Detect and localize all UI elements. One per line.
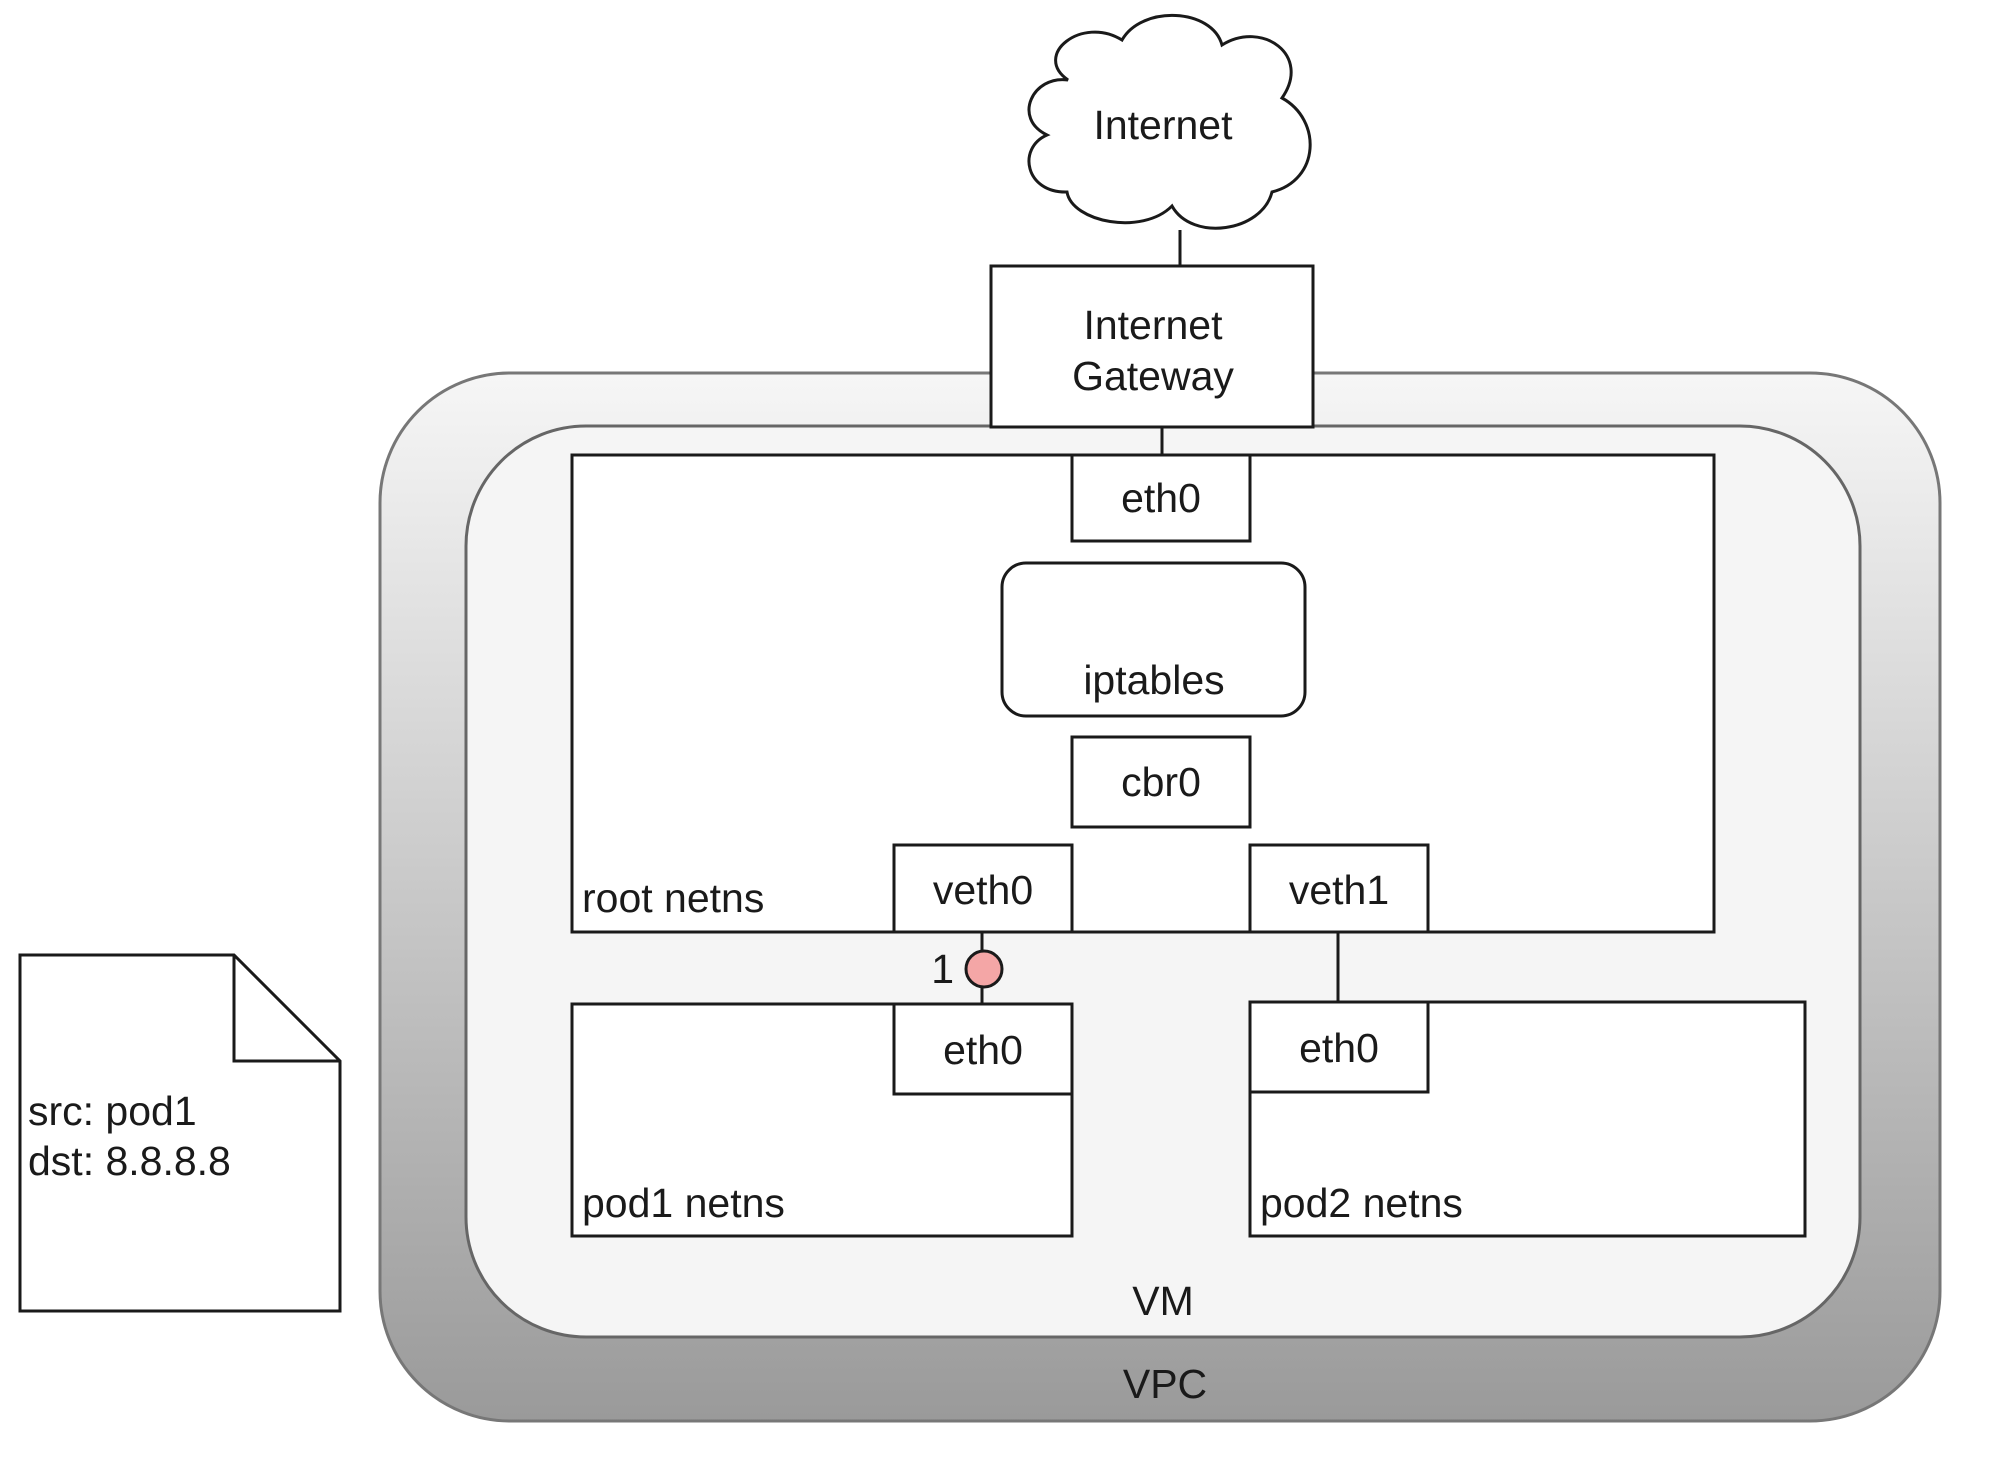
- cloud-label: Internet: [1093, 102, 1233, 148]
- pod2-eth0-label: eth0: [1299, 1025, 1379, 1071]
- veth0-label: veth0: [933, 867, 1033, 913]
- gateway-label-line1: Internet: [1083, 302, 1223, 348]
- iptables-label: iptables: [1083, 657, 1224, 703]
- vm-label: VM: [1132, 1278, 1194, 1324]
- packet-marker-label: 1: [931, 946, 954, 992]
- pod1-eth0-label: eth0: [943, 1027, 1023, 1073]
- pod2-eth0-interface[interactable]: eth0: [1248, 1000, 1430, 1094]
- pod1-netns-label: pod1 netns: [582, 1180, 785, 1226]
- vpc-label: VPC: [1123, 1361, 1207, 1407]
- internet-gateway[interactable]: Internet Gateway: [989, 264, 1315, 429]
- veth0-interface[interactable]: veth0: [892, 843, 1074, 934]
- internet-cloud-icon[interactable]: Internet: [1027, 13, 1312, 230]
- veth1-interface[interactable]: veth1: [1248, 843, 1430, 934]
- iptables-box[interactable]: iptables: [1000, 561, 1307, 718]
- cbr0-bridge[interactable]: cbr0: [1070, 735, 1252, 829]
- packet-note: src: pod1 dst: 8.8.8.8: [18, 953, 342, 1313]
- cbr0-label: cbr0: [1121, 759, 1201, 805]
- packet-marker[interactable]: 1: [931, 946, 1004, 992]
- root-netns-label: root netns: [582, 875, 764, 921]
- veth1-label: veth1: [1289, 867, 1389, 913]
- root-eth0-interface[interactable]: eth0: [1070, 453, 1252, 543]
- pod1-eth0-interface[interactable]: eth0: [892, 1002, 1074, 1096]
- root-eth0-label: eth0: [1121, 475, 1201, 521]
- pod2-netns-label: pod2 netns: [1260, 1180, 1463, 1226]
- gateway-label-line2: Gateway: [1072, 353, 1234, 399]
- packet-note-src: src: pod1: [28, 1088, 197, 1134]
- packet-note-dst: dst: 8.8.8.8: [28, 1138, 231, 1184]
- packet-marker-dot[interactable]: [964, 949, 1004, 989]
